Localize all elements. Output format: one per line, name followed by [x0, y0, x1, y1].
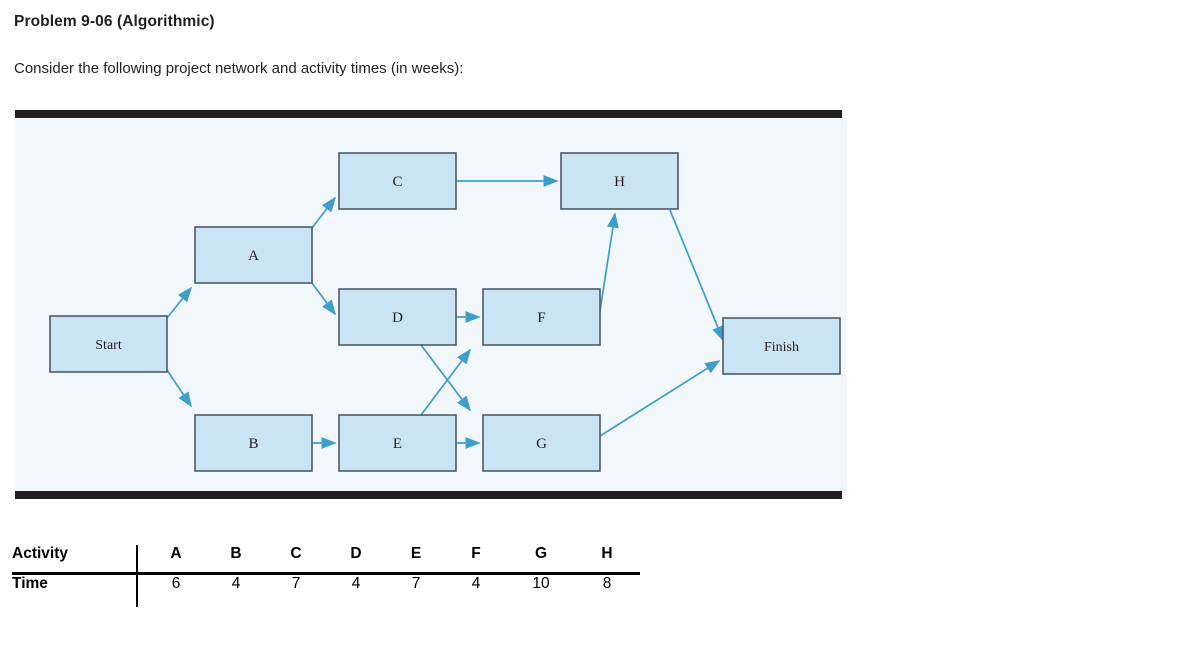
problem-prompt-text: Consider the following project network a…	[14, 60, 464, 77]
node-label-g: G	[536, 436, 547, 452]
network-node-finish[interactable]: Finish	[722, 317, 841, 375]
table-vertical-divider	[136, 545, 138, 607]
table-cell-time-b: 4	[231, 575, 241, 592]
table-horizontal-divider	[12, 572, 640, 575]
node-label-f: F	[537, 310, 545, 326]
node-label-b: B	[248, 436, 258, 452]
table-cell-time-c: 7	[291, 575, 301, 592]
edge-a-to-c	[311, 196, 337, 229]
table-cell-time-e: 7	[411, 575, 421, 592]
table-cell-activity-e: E	[410, 545, 422, 562]
table-cell-time-h: 8	[602, 575, 612, 592]
table-row-activity: Activity A B C D E F G H	[12, 545, 652, 572]
node-label-a: A	[248, 248, 259, 264]
table-cell-activity-f: F	[471, 545, 481, 562]
table-cell-time-f: 4	[471, 575, 481, 592]
table-cell-activity-g: G	[534, 545, 548, 562]
node-label-h: H	[614, 174, 625, 190]
table-row-header-activity: Activity	[12, 545, 68, 562]
edge-d-to-g	[420, 344, 472, 412]
network-node-g[interactable]: G	[482, 414, 601, 472]
table-row-time: Time 6 4 7 4 7 4 10 8	[12, 575, 652, 602]
project-network-figure: Start A B C D E F G	[15, 110, 847, 499]
edge-e-to-f	[420, 348, 472, 416]
edge-h-to-finish	[669, 209, 724, 342]
table-cell-activity-h: H	[601, 545, 613, 562]
edge-start-to-b	[166, 369, 192, 408]
network-node-start[interactable]: Start	[49, 315, 168, 373]
page-title: Problem 9-06 (Algorithmic)	[14, 13, 215, 30]
table-cell-activity-a: A	[170, 545, 182, 562]
node-label-e: E	[393, 436, 402, 452]
table-cell-activity-b: B	[230, 545, 242, 562]
table-cell-time-a: 6	[171, 575, 181, 592]
edge-start-to-a	[166, 286, 193, 319]
node-label-start: Start	[95, 338, 122, 353]
table-cell-activity-d: D	[350, 545, 362, 562]
figure-bottom-rule	[15, 491, 842, 499]
figure-top-rule	[15, 110, 842, 118]
network-node-h[interactable]: H	[560, 152, 679, 210]
network-node-c[interactable]: C	[338, 152, 457, 210]
network-node-b[interactable]: B	[194, 414, 313, 472]
node-label-d: D	[392, 310, 403, 326]
network-node-d[interactable]: D	[338, 288, 457, 346]
table-cell-time-d: 4	[351, 575, 361, 592]
table-row-header-time: Time	[12, 575, 48, 592]
activity-time-table: Activity A B C D E F G H Time 6 4 7 4 7 …	[12, 545, 652, 607]
edge-g-to-finish	[599, 360, 721, 437]
table-cell-activity-c: C	[290, 545, 302, 562]
node-label-finish: Finish	[764, 340, 799, 355]
network-node-e[interactable]: E	[338, 414, 457, 472]
table-cell-time-g: 10	[532, 575, 550, 592]
network-diagram-svg: Start A B C D E F G	[49, 152, 841, 472]
node-label-c: C	[392, 174, 402, 190]
edge-a-to-d	[311, 282, 337, 316]
network-node-a[interactable]: A	[194, 226, 313, 284]
network-node-f[interactable]: F	[482, 288, 601, 346]
